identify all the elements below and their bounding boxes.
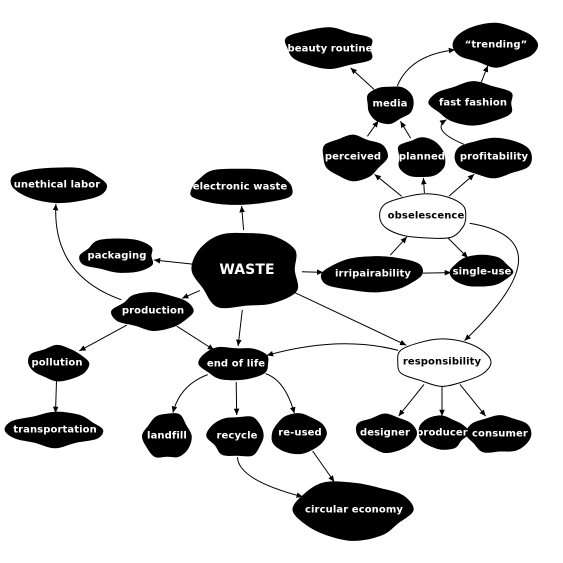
edge-obselescence-to-planned — [421, 177, 427, 194]
node-packaging-label: packaging — [87, 250, 147, 262]
node-recycle-label: recycle — [216, 430, 258, 442]
node-producer-shape — [418, 415, 470, 450]
edge-responsibility-to-end-of-life — [266, 343, 399, 357]
node-responsibility-label: responsibility — [402, 356, 482, 368]
node-beauty-routine-shape — [284, 27, 373, 70]
edge-obselescence-to-single-use — [446, 236, 469, 259]
node-designer-label: designer — [359, 427, 411, 439]
node-fast-fashion-shape — [428, 81, 513, 126]
node-recycle-shape — [206, 416, 264, 457]
edge-obselescence-to-profitability — [448, 173, 475, 197]
edge-irripairability-to-obselescence — [389, 236, 408, 256]
edge-end-of-life-to-recycle — [233, 381, 240, 416]
node-media-shape — [367, 86, 414, 125]
node-planned-label: planned — [398, 151, 446, 163]
node-single-use-shape — [449, 254, 514, 287]
node-perceived-label: perceived — [324, 151, 382, 163]
node-fast-fashion-label: fast fashion — [438, 97, 508, 109]
edge-profitability-to-fast-fashion — [439, 119, 465, 145]
node-designer-shape — [355, 413, 418, 454]
edge-planned-to-media — [399, 121, 412, 139]
node-electronic-waste-shape — [190, 168, 293, 205]
edge-fast-fashion-to-trending — [480, 65, 489, 83]
node-profitability-label: profitability — [459, 151, 529, 163]
node-pollution-shape — [28, 344, 90, 382]
node-circular-economy-label: circular economy — [304, 504, 404, 516]
node-production-label: production — [121, 305, 185, 317]
node-media-label: media — [372, 98, 408, 110]
edge-end-of-life-to-re-used — [265, 373, 296, 414]
node-obselescence-label: obselescence — [387, 210, 465, 222]
node-irripairability-shape — [320, 256, 424, 293]
node-consumer-label: consumer — [472, 428, 528, 440]
node-packaging-shape — [79, 238, 154, 273]
node-electronic-waste-label: electronic waste — [192, 181, 288, 193]
node-pollution-label: pollution — [31, 357, 83, 369]
edge-waste-to-electronic-waste — [239, 205, 245, 231]
node-re-used-label: re-used — [278, 427, 322, 439]
edge-responsibility-to-designer — [398, 384, 425, 417]
node-circular-economy-shape — [292, 481, 414, 541]
edge-production-to-pollution — [79, 324, 128, 352]
edge-responsibility-to-consumer — [459, 384, 486, 417]
node-irripairability-label: irripairability — [335, 268, 411, 280]
node-unethical-labor-label: unethical labor — [13, 179, 101, 191]
node-planned-shape — [397, 137, 446, 178]
node-responsibility-shape — [397, 338, 492, 387]
node-end-of-life-label: end of life — [206, 358, 266, 370]
node-waste-label: WASTE — [219, 262, 275, 278]
edge-production-to-unethical-labor — [52, 203, 122, 301]
node-beauty-routine-label: beauty routine — [287, 43, 373, 55]
edge-re-used-to-circular-economy — [312, 450, 335, 483]
edge-waste-to-irripairability — [301, 269, 324, 275]
edge-waste-to-packaging — [153, 257, 193, 265]
node-transportation-shape — [4, 411, 104, 449]
node-producer-label: producer — [416, 427, 468, 439]
node-obselescence-shape — [379, 193, 467, 239]
node-end-of-life-shape — [198, 346, 269, 381]
node-single-use-label: single-use — [452, 266, 512, 278]
edge-obselescence-to-perceived — [374, 174, 403, 197]
edge-pollution-to-transportation — [52, 380, 59, 414]
node-production-shape — [111, 292, 194, 332]
edge-end-of-life-to-landfill — [171, 374, 208, 413]
node-unethical-labor-shape — [10, 167, 108, 204]
node-landfill-shape — [141, 413, 192, 458]
node-profitability-shape — [454, 137, 532, 179]
edge-production-to-end-of-life — [176, 325, 215, 351]
node-re-used-shape — [271, 413, 327, 455]
edge-waste-to-production — [181, 290, 200, 299]
edge-waste-to-responsibility — [292, 291, 407, 346]
node-transportation-label: transportation — [13, 424, 97, 436]
node-perceived-shape — [322, 134, 388, 182]
node-trending-label: “trending” — [464, 39, 528, 51]
node-waste-shape — [191, 232, 299, 309]
edge-media-to-trending — [396, 47, 456, 87]
edge-irripairability-to-single-use — [422, 269, 452, 276]
edge-media-to-beauty-routine — [350, 67, 375, 90]
node-consumer-shape — [465, 415, 532, 453]
edge-waste-to-end-of-life — [236, 309, 243, 347]
edge-recycle-to-circular-economy — [237, 456, 303, 498]
edge-perceived-to-media — [366, 120, 379, 137]
node-trending-shape — [452, 22, 539, 68]
edge-obselescence-to-responsibility — [464, 222, 519, 341]
node-landfill-label: landfill — [147, 430, 187, 442]
